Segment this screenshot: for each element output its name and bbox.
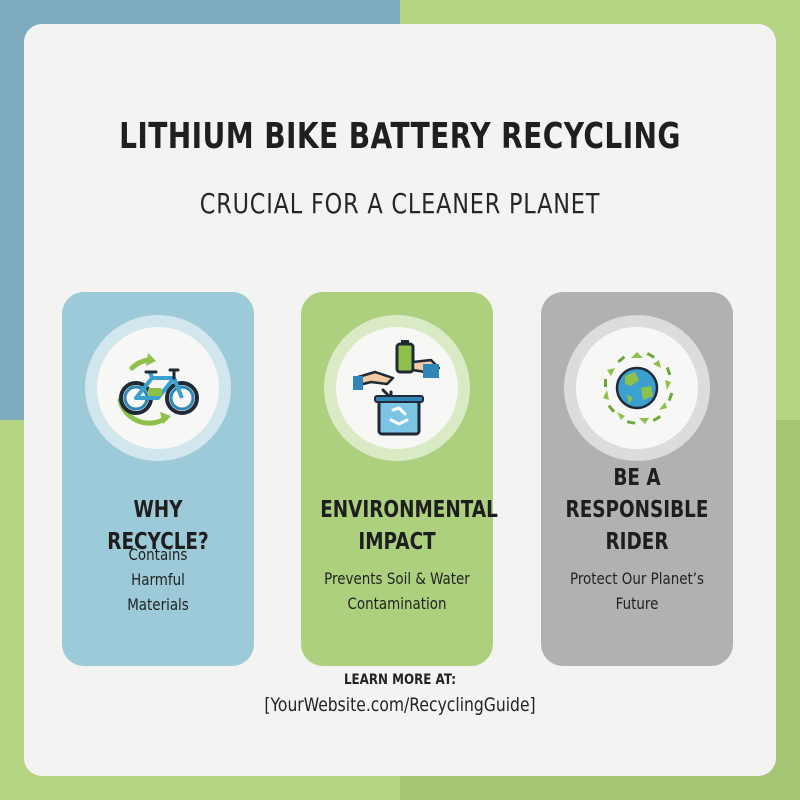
pillar-why-recycle: WHY RECYCLE? Contains Harmful Materials (62, 292, 254, 666)
page-title: LITHIUM BIKE BATTERY RECYCLING (119, 116, 681, 157)
footer-url-link[interactable]: [YourWebsite.com/RecyclingGuide] (264, 694, 536, 716)
page-subtitle: CRUCIAL FOR A CLEANER PLANET (199, 187, 601, 220)
pillar-heading: BE A RESPONSIBLE RIDER (565, 465, 709, 555)
icon-ring (564, 315, 710, 461)
icon-ring (324, 315, 470, 461)
pillar-heading: ENVIRONMENTAL IMPACT (320, 497, 498, 555)
pillar-description: Protect Our Planet’s Future (569, 569, 705, 613)
pillar-responsible-rider: BE A RESPONSIBLE RIDER Protect Our Plane… (541, 292, 733, 666)
pillar-environmental-impact: ENVIRONMENTAL IMPACT Prevents Soil & Wat… (301, 292, 498, 666)
pillar-heading: WHY RECYCLE? (107, 497, 209, 555)
pillar-description: Contains Harmful Materials (127, 545, 189, 614)
icon-ring (85, 315, 231, 461)
footer-label: LEARN MORE AT: (343, 672, 457, 688)
pillar-description: Prevents Soil & Water Contamination (324, 569, 470, 613)
earth-recycle-arrows-icon (603, 352, 674, 425)
battery-disposal-bin-icon (353, 340, 441, 436)
bicycle-recycle-icon (117, 353, 199, 426)
infographic-card: LITHIUM BIKE BATTERY RECYCLING CRUCIAL F… (24, 24, 776, 776)
